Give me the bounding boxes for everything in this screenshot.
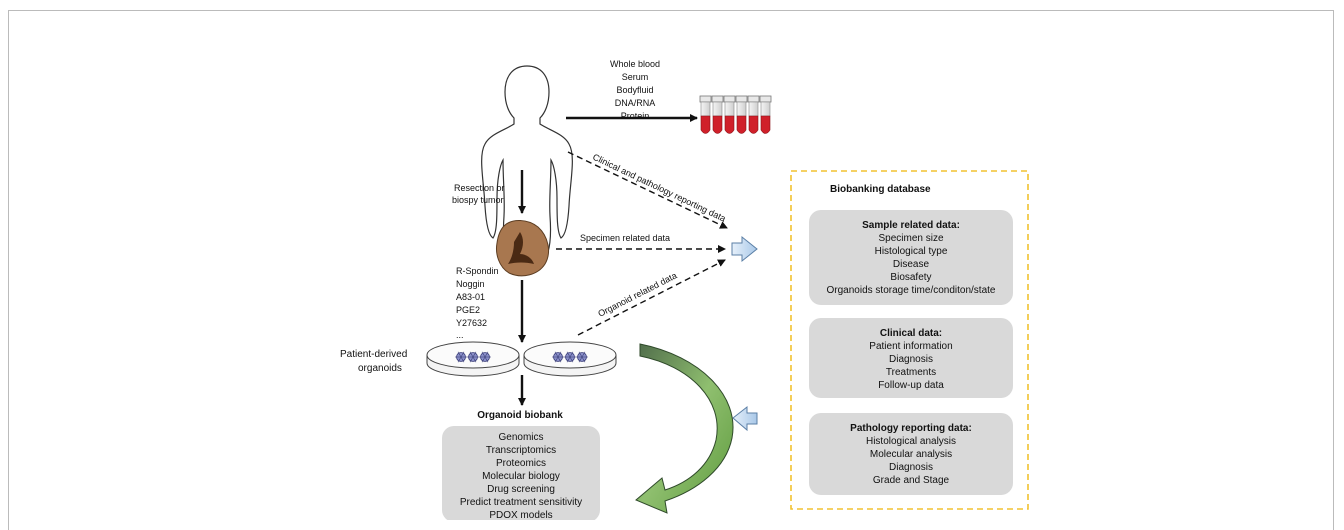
organoids-label: organoids [358, 363, 402, 374]
block-arrow-right-icon [731, 235, 758, 263]
petri-dishes-icon [426, 341, 617, 377]
section-item: Follow-up data [878, 380, 944, 391]
sample-label: DNA/RNA [615, 98, 656, 108]
section-title: Sample related data: [862, 220, 960, 231]
clinical-data-panel [809, 318, 1013, 398]
biobank-item: Proteomics [496, 458, 546, 469]
section-item: Grade and Stage [873, 475, 950, 486]
blood-tube-icon [711, 95, 724, 134]
culture-factor: PGE2 [456, 305, 480, 315]
biobank-item: Transcriptomics [486, 445, 556, 456]
biobank-item: Drug screening [487, 484, 555, 495]
curved-arrow-icon [635, 343, 734, 514]
petri-dish-icon [426, 341, 520, 377]
resection-label: biospy tumor [452, 195, 504, 205]
resection-label: Resection or [454, 183, 505, 193]
section-title: Pathology reporting data: [850, 423, 972, 434]
dashed-arrow-organoid [577, 259, 726, 336]
sample-label: Whole blood [610, 59, 660, 69]
tumor-tissue-icon [496, 220, 549, 277]
section-item: Diagnosis [889, 354, 933, 365]
biobank-panel [442, 426, 600, 520]
biobank-item: Molecular biology [482, 471, 560, 482]
culture-factor: Y27632 [456, 318, 487, 328]
sample-label: Serum [622, 72, 649, 82]
blood-tube-icon [735, 95, 748, 134]
section-item: Patient information [869, 341, 952, 352]
database-title: Biobanking database [830, 184, 931, 195]
culture-factor: ... [456, 330, 464, 340]
section-item: Histological type [875, 246, 948, 257]
blood-tube-icon [747, 95, 760, 134]
edge-label-organoid: Organoid related data [596, 270, 678, 318]
blood-tube-icon [723, 95, 736, 134]
sample-label: Bodyfluid [616, 85, 653, 95]
biobank-item: Predict treatment sensitivity [460, 497, 582, 508]
block-arrow-left-icon [732, 405, 758, 432]
section-item: Disease [893, 259, 930, 270]
pathology-data-panel [809, 413, 1013, 495]
section-item: Organoids storage time/conditon/state [827, 285, 996, 296]
dashed-arrow-clinical [567, 151, 728, 229]
biobank-items: Genomics Transcriptomics Proteomics Mole… [460, 432, 582, 520]
petri-dish-icon [523, 341, 617, 377]
biobank-title: Organoid biobank [477, 410, 563, 421]
blood-sample-labels: Whole blood Serum Bodyfluid DNA/RNA Prot… [610, 59, 660, 121]
section-title: Clinical data: [880, 328, 942, 339]
figure-frame [8, 10, 1334, 530]
biobank-item: Genomics [498, 432, 543, 443]
organoids-label: Patient-derived [340, 349, 407, 360]
section-item: Biosafety [890, 272, 931, 283]
culture-factor: A83-01 [456, 292, 485, 302]
sample-data-panel [809, 210, 1013, 305]
section-item: Diagnosis [889, 462, 933, 473]
blood-tubes-icon [699, 95, 772, 134]
biobanking-database-box [790, 170, 1029, 510]
edge-label-clinical: Clinical and pathology reporting data [591, 152, 727, 224]
blood-tube-icon [699, 95, 712, 134]
section-item: Specimen size [878, 233, 943, 244]
section-item: Histological analysis [866, 436, 956, 447]
culture-factor: R-Spondin [456, 266, 499, 276]
culture-factors-list: R-Spondin Noggin A83-01 PGE2 Y27632 ... [456, 266, 499, 340]
edge-label-specimen: Specimen related data [580, 233, 670, 243]
biobank-item: PDOX models [489, 510, 552, 520]
section-item: Treatments [886, 367, 936, 378]
section-item: Molecular analysis [870, 449, 952, 460]
blood-tube-icon [759, 95, 772, 134]
culture-factor: Noggin [456, 279, 485, 289]
sample-label: Protein [621, 111, 650, 121]
